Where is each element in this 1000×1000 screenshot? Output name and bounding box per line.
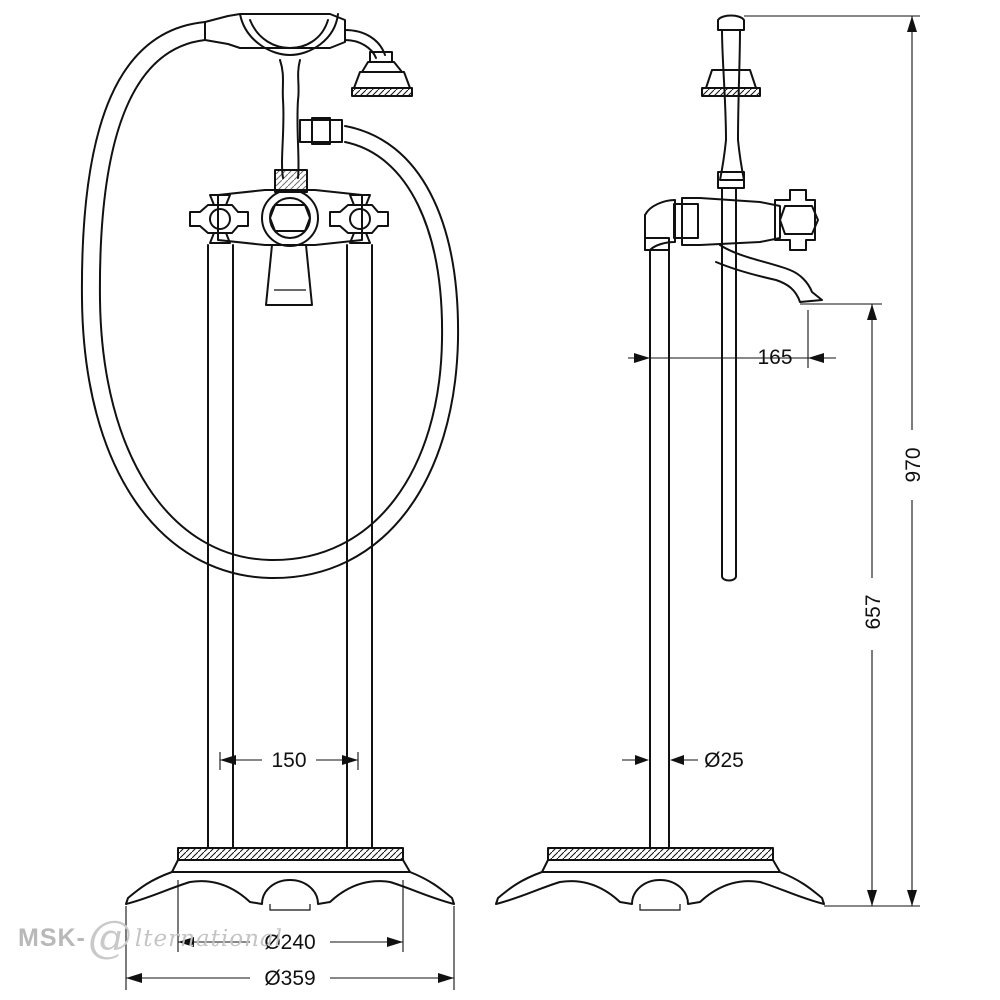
front-view [80, 13, 460, 911]
dimension-657: 657 [800, 303, 885, 906]
dim-label-165: 165 [757, 346, 792, 369]
dim-label-d240: Ø240 [264, 931, 315, 954]
watermark-at-symbol: @ [87, 912, 133, 963]
central-column [274, 59, 343, 193]
side-cross-handle [774, 189, 819, 251]
watermark-suffix: lternational [134, 926, 283, 952]
dimension-970: 970 [744, 15, 925, 907]
watermark-brand: MSK- [18, 924, 86, 952]
right-standpipe [346, 244, 373, 849]
side-standpipe [649, 249, 670, 849]
dim-label-d359: Ø359 [264, 967, 315, 990]
side-base [495, 847, 825, 911]
dimension-d25: Ø25 [622, 749, 744, 772]
mixer-body [217, 189, 363, 306]
dimension-150: 150 [219, 749, 359, 772]
dimension-165: 165 [628, 310, 836, 369]
dimension-d359: Ø359 [125, 906, 455, 990]
shower-hose [80, 21, 460, 580]
right-cross-handle [329, 194, 389, 244]
left-cross-handle [189, 194, 249, 244]
side-mixer-body [644, 197, 823, 303]
dim-label-657: 657 [862, 594, 885, 629]
handset [204, 13, 413, 97]
dim-label-d25: Ø25 [704, 749, 744, 772]
dim-label-150: 150 [271, 749, 306, 772]
side-hand-shower [701, 14, 761, 582]
side-view [495, 14, 825, 911]
watermark: MSK-@lternational [18, 912, 283, 963]
front-base [125, 847, 455, 911]
left-standpipe [207, 244, 234, 849]
dim-label-970: 970 [902, 447, 925, 482]
dimension-d240: Ø240 [177, 880, 404, 954]
